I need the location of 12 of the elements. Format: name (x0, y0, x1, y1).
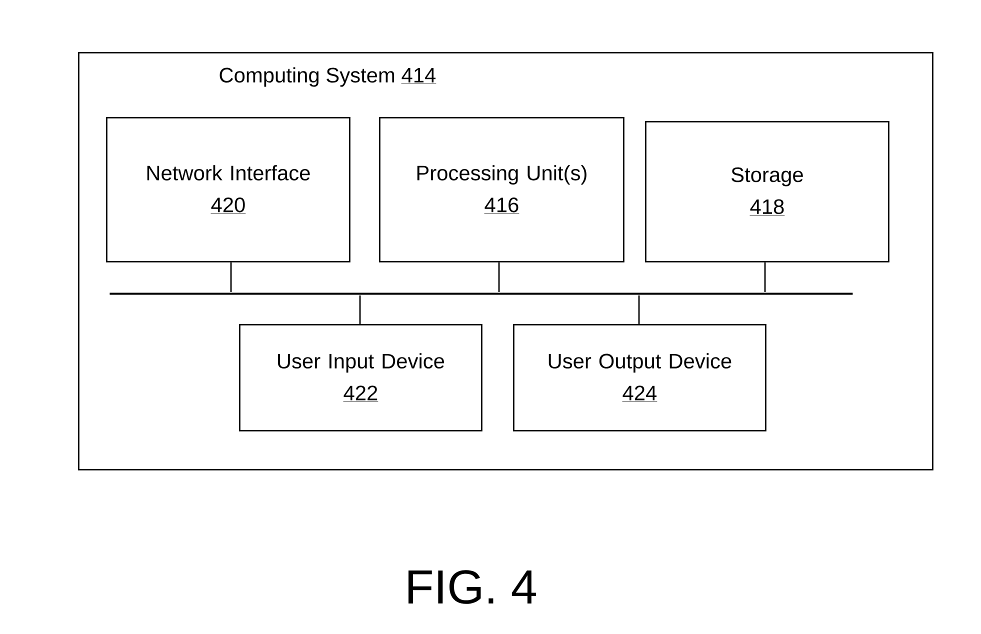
component-box: Storage 418 (645, 121, 890, 262)
connector-line (230, 262, 232, 292)
bus-line (110, 292, 853, 295)
component-box: Processing Unit(s) 416 (379, 117, 624, 262)
connector-line (498, 262, 500, 292)
component-box: User Output Device 424 (513, 324, 766, 432)
connector-line (638, 295, 640, 324)
component-box: Network Interface 420 (106, 117, 350, 262)
connector-line (764, 262, 766, 292)
connector-line (359, 295, 361, 324)
figure-caption: FIG. 4 (408, 570, 536, 604)
component-box: User Input Device 422 (239, 324, 482, 432)
